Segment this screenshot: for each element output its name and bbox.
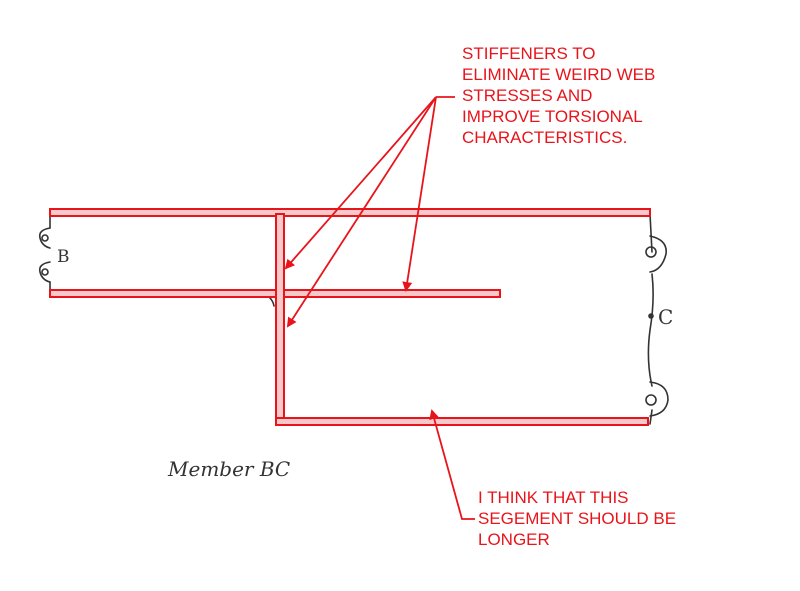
joint-c-center-dot xyxy=(648,313,654,319)
stiffener-arrow-1 xyxy=(284,96,437,270)
annotation-line: LONGER xyxy=(478,530,550,549)
stiffener-arrow-2 xyxy=(286,96,437,328)
annotation-line: I THINK THAT THIS xyxy=(478,488,629,507)
leader-arrows xyxy=(284,96,475,520)
joint-c-lower-dot xyxy=(645,394,657,406)
annotation-line: STRESSES AND xyxy=(462,86,593,105)
member-title: Member BC xyxy=(167,457,290,481)
joint-b-lower-dot xyxy=(41,268,49,276)
segment-annotation: I THINK THAT THIS SEGEMENT SHOULD BE LON… xyxy=(478,487,676,550)
stiffeners-annotation: STIFFENERS TO ELIMINATE WEIRD WEB STRESS… xyxy=(462,43,655,148)
joint-b-lower-pin xyxy=(38,261,51,283)
annotation-line: IMPROVE TORSIONAL xyxy=(462,107,643,126)
annotation-line: SEGEMENT SHOULD BE xyxy=(478,509,677,528)
bottom-flange-plate xyxy=(275,417,649,426)
joint-b-upper-dot xyxy=(41,234,49,242)
joint-b-label: B xyxy=(57,247,70,267)
right-end-pencil xyxy=(647,213,654,425)
annotation-line: ELIMINATE WEIRD WEB xyxy=(462,65,656,84)
joint-c-upper-dot xyxy=(645,246,657,258)
pencil-sketch xyxy=(38,213,669,425)
joint-c-label: C xyxy=(658,305,673,329)
annotation-line: CHARACTERISTICS. xyxy=(462,128,628,147)
stiffener-arrow-3 xyxy=(402,96,437,292)
markup-plates xyxy=(49,208,651,426)
vertical-stiffener-plate xyxy=(275,213,285,425)
joint-b-upper-pin xyxy=(38,227,51,249)
segment-leader xyxy=(429,409,475,520)
joint-c-lower-pin xyxy=(649,381,669,417)
annotation-line: STIFFENERS TO xyxy=(462,44,596,63)
joint-c-upper-pin xyxy=(649,235,667,273)
top-flange-plate xyxy=(49,208,651,217)
